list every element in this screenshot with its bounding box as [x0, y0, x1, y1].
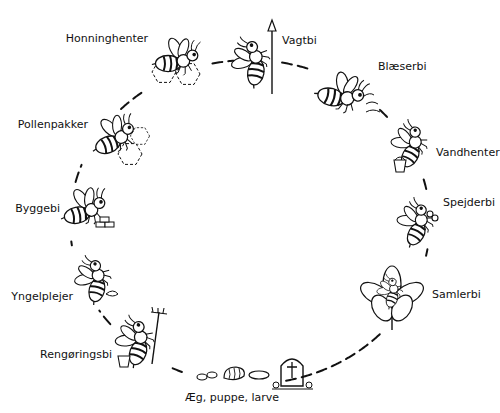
dashed-arc [424, 179, 427, 190]
flower [357, 266, 427, 330]
stage-node: Vandhenter [387, 125, 433, 175]
stage-label: Yngelplejer [11, 290, 73, 303]
cycle-connector [71, 241, 73, 245]
stage-label: Blæserbi [378, 60, 426, 73]
cleaner-bee [107, 307, 167, 372]
stage-label: Pollenpakker [18, 118, 88, 131]
stage-label: Byggebi [15, 202, 60, 215]
stage-node: Æg, puppe, larve [186, 357, 278, 405]
honey-bee [152, 36, 201, 75]
stage-node: Honninghenter [148, 37, 208, 87]
dashed-arc [212, 61, 233, 64]
stage-label: Vagtbi [282, 34, 317, 47]
cycle-connector [121, 91, 144, 109]
stage-node: Vagtbi [238, 23, 278, 93]
stage-label: Spejderbi [443, 196, 495, 209]
cycle-connector [99, 311, 110, 324]
cycle-connector [212, 61, 233, 64]
dashed-arc [76, 165, 82, 182]
pollen-packer-bee [83, 108, 149, 164]
cycle-connector [283, 334, 380, 381]
stage-label: Samlerbi [432, 288, 481, 301]
dashed-arc [121, 91, 144, 109]
stage-node: Blæserbi [315, 70, 375, 120]
nurse-bee [68, 254, 118, 308]
stage-label: Æg, puppe, larve [185, 391, 279, 404]
dashed-arc [426, 249, 427, 255]
grave [272, 359, 313, 389]
stage-node: Yngelplejer [76, 250, 120, 306]
cycle-connector [380, 110, 390, 121]
dashed-arc [283, 334, 380, 381]
egg-larva-pupa [197, 367, 269, 380]
stage-label: Rengøringsbi [40, 348, 112, 361]
builder-bee [56, 183, 114, 230]
cycle-connector [76, 165, 82, 182]
guard-bee [226, 36, 273, 91]
stage-label: Vandhenter [436, 146, 500, 159]
dashed-arc [170, 367, 182, 372]
dashed-arc [99, 311, 110, 324]
stage-node: Pollenpakker [86, 113, 146, 167]
cycle-connector [170, 367, 182, 372]
scout-bee [386, 194, 441, 252]
cycle-connector [426, 249, 427, 255]
cycle-connector [282, 63, 310, 70]
dashed-arc [380, 110, 390, 121]
dashed-arc [70, 241, 73, 245]
stage-label: Honninghenter [66, 32, 148, 45]
dashed-arc [282, 63, 310, 70]
water-bee [380, 116, 435, 174]
stage-node: Spejderbi [400, 195, 440, 245]
guard-spear [268, 20, 276, 94]
stage-node: Rengøringsbi [115, 310, 165, 370]
stage-node: Samlerbi [357, 260, 427, 330]
cycle-connector [424, 179, 427, 190]
stage-node: Byggebi [63, 187, 113, 237]
fanner-bee [311, 65, 380, 118]
